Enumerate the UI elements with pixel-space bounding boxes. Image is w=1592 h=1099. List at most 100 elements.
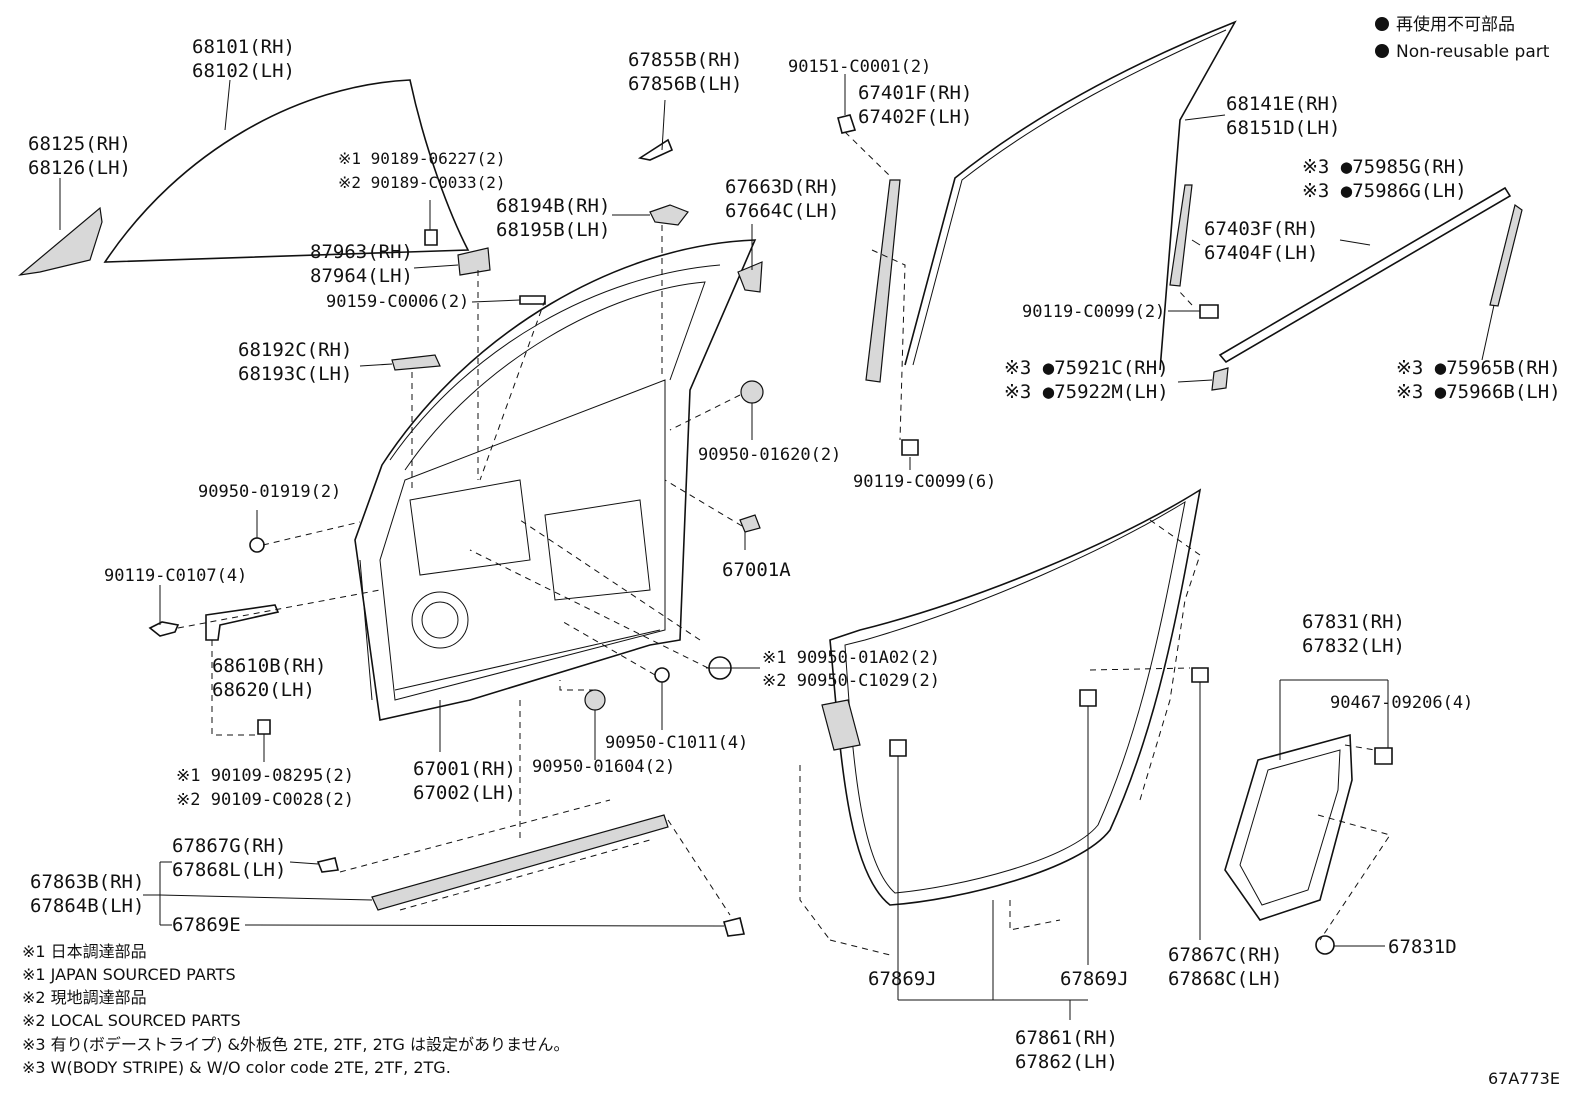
label-90189a: ※1 90189-06227(2) (338, 149, 506, 168)
legend-en: Non-reusable part (1396, 42, 1550, 62)
label-67855B: 67855B(RH) (628, 49, 742, 71)
belt-moulding (371, 814, 669, 911)
clip-67867G-icon (316, 857, 339, 873)
label-75985G: ※3 ●75985G(RH) (1302, 156, 1467, 178)
label-67001: 67001(RH) (413, 758, 516, 780)
seal-piece (821, 699, 861, 751)
door-glass (103, 79, 470, 263)
service-hole-cover (1224, 733, 1353, 921)
label-67869J-left: 67869J (868, 968, 937, 990)
label-67831D: 67831D (1388, 936, 1457, 958)
bolt-90119-C0107-icon (148, 621, 180, 637)
footnote-3-en: ※3 W(BODY STRIPE) & W/O color code 2TE, … (22, 1058, 451, 1077)
bracket-68194 (649, 204, 689, 226)
label-68102: 68102(LH) (192, 60, 295, 82)
clip-67869J-icon (889, 739, 907, 757)
label-67861: 67861(RH) (1015, 1027, 1118, 1049)
cover-67663 (737, 261, 763, 293)
label-68151D: 68151D(LH) (1226, 117, 1340, 139)
label-67002: 67002(LH) (413, 782, 516, 804)
label-90109a: ※1 90109-08295(2) (176, 766, 354, 786)
label-67404F: 67404F(LH) (1204, 242, 1318, 264)
door-panel (354, 239, 757, 721)
footnote-3-ja: ※3 有り(ボデーストライプ) &外板色 2TE, 2TF, 2TG は設定があ… (22, 1035, 570, 1054)
figure-code: 67A773E (1488, 1069, 1560, 1088)
clip-90467-icon (1374, 747, 1393, 765)
label-67864B: 67864B(LH) (30, 895, 144, 917)
clip-67831D-icon (1315, 935, 1335, 955)
label-68141E: 68141E(RH) (1226, 93, 1340, 115)
label-67856B: 67856B(LH) (628, 73, 742, 95)
label-67867G: 67867G(RH) (172, 835, 286, 857)
label-90950-C1029: ※2 90950-C1029(2) (762, 671, 940, 691)
label-67863B: 67863B(RH) (30, 871, 144, 893)
non-reusable-dot-icon (1375, 17, 1389, 31)
label-90109b: ※2 90109-C0028(2) (176, 790, 354, 810)
label-90189b: ※2 90189-C0033(2) (338, 173, 506, 192)
dashed-assembly-lines (177, 131, 1391, 956)
label-75921C: ※3 ●75921C(RH) (1004, 357, 1169, 379)
label-90950-C1011: 90950-C1011(4) (605, 733, 748, 753)
service-hole-cover-inner (1239, 749, 1341, 906)
legend: 再使用不可部品 Non-reusable part (1375, 14, 1550, 62)
part-labels: 68101(RH) 68102(LH) 68125(RH) 68126(LH) … (28, 36, 1561, 1073)
label-90950-01919: 90950-01919(2) (198, 482, 341, 502)
clip-67869J-2-icon (1079, 689, 1097, 707)
label-68192C: 68192C(RH) (238, 339, 352, 361)
label-87964: 87964(LH) (310, 265, 413, 287)
legend-ja: 再使用不可部品 (1396, 14, 1515, 35)
footnote-2-en: ※2 LOCAL SOURCED PARTS (22, 1011, 241, 1030)
label-67862: 67862(LH) (1015, 1051, 1118, 1073)
label-67001A: 67001A (722, 559, 791, 581)
clip-67867C-icon (1191, 667, 1209, 683)
door-weatherstrip-inner (844, 500, 1186, 894)
label-67867C: 67867C(RH) (1168, 944, 1282, 966)
label-67403F: 67403F(RH) (1204, 218, 1318, 240)
leader-lines (59, 74, 1495, 1020)
label-67831: 67831(RH) (1302, 611, 1405, 633)
bracket-67855 (637, 138, 674, 161)
label-68101: 68101(RH) (192, 36, 295, 58)
footnote-1-en: ※1 JAPAN SOURCED PARTS (22, 965, 236, 984)
bolt-90189-icon (424, 229, 438, 246)
label-67869J-right: 67869J (1060, 968, 1129, 990)
label-68193C: 68193C(LH) (238, 363, 352, 385)
clip-67001A-icon (739, 514, 761, 533)
stripe-75985 (1218, 186, 1512, 364)
plug-90950-01620-icon (740, 380, 764, 404)
label-68195B: 68195B(LH) (496, 219, 610, 241)
label-75965B: ※3 ●75965B(RH) (1396, 357, 1561, 379)
plug-90950-01919-icon (249, 537, 265, 553)
frame-moulding-68141 (904, 20, 1237, 371)
label-67868C: 67868C(LH) (1168, 968, 1282, 990)
label-67869E: 67869E (172, 914, 241, 936)
label-90119-C0099-6: 90119-C0099(6) (853, 472, 996, 492)
label-67868L: 67868L(LH) (172, 859, 286, 881)
door-weatherstrip (829, 488, 1202, 906)
non-reusable-dot-icon (1375, 44, 1389, 58)
bolt-90119-C0099-6-icon (901, 439, 919, 456)
label-90119-C0099-2: 90119-C0099(2) (1022, 302, 1165, 322)
quarter-glass (17, 206, 103, 276)
label-75966B: ※3 ●75966B(LH) (1396, 381, 1561, 403)
bolt-90159-icon (519, 295, 546, 305)
plug-90950-01604-icon (584, 689, 606, 711)
footnote-1-ja: ※1 日本調達部品 (22, 942, 147, 961)
label-67832: 67832(LH) (1302, 635, 1405, 657)
clip-67869E-icon (723, 917, 745, 937)
stripe-75965 (1489, 203, 1523, 307)
label-68194B: 68194B(RH) (496, 195, 610, 217)
label-87963: 87963(RH) (310, 241, 413, 263)
check-68610-icon (205, 604, 280, 641)
label-90159: 90159-C0006(2) (326, 292, 469, 312)
label-67402F: 67402F(LH) (858, 106, 972, 128)
footnotes: ※1 日本調達部品 ※1 JAPAN SOURCED PARTS ※2 現地調達… (22, 942, 570, 1077)
label-90119-C0107: 90119-C0107(4) (104, 566, 247, 586)
label-90151: 90151-C0001(2) (788, 57, 931, 77)
label-75922M: ※3 ●75922M(LH) (1004, 381, 1169, 403)
label-67401F: 67401F(RH) (858, 82, 972, 104)
label-67664C: 67664C(LH) (725, 200, 839, 222)
label-90950-01604: 90950-01604(2) (532, 757, 675, 777)
label-90467: 90467-09206(4) (1330, 693, 1473, 713)
